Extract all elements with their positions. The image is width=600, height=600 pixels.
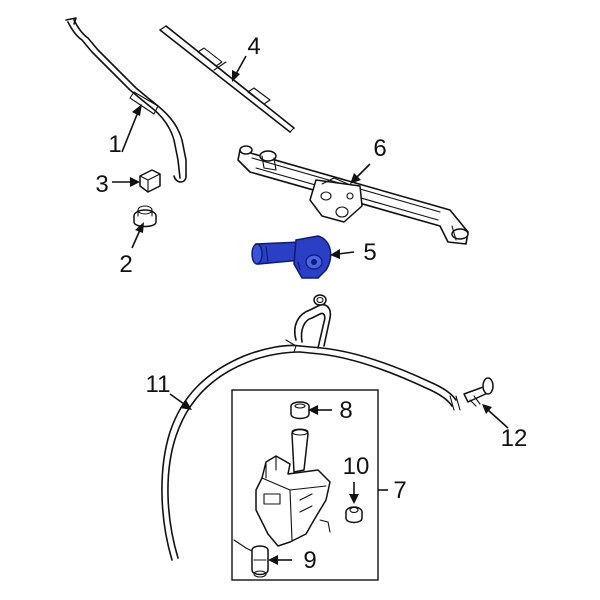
callout-12: 12: [501, 425, 528, 452]
callout-9: 9: [303, 547, 316, 574]
callout-8: 8: [339, 397, 352, 424]
callout-5: 5: [363, 239, 376, 266]
callout-1: 1: [108, 131, 121, 158]
callout-7: 7: [393, 477, 406, 504]
wiper-blade-part[interactable]: [159, 25, 295, 133]
callout-10: 10: [343, 453, 370, 480]
washer-pump-part[interactable]: [251, 545, 269, 578]
callout-4: 4: [247, 33, 260, 60]
arm-cap-part[interactable]: [139, 169, 161, 193]
wiper-arm-part[interactable]: [65, 17, 187, 183]
wiper-linkage-part[interactable]: [237, 145, 469, 245]
wiper-motor-part[interactable]: [251, 235, 332, 279]
nut-part[interactable]: [133, 205, 157, 228]
washer-reservoir-part[interactable]: [233, 428, 331, 553]
reservoir-nut-part[interactable]: [345, 506, 363, 524]
callout-6: 6: [373, 135, 386, 162]
filler-cap-part[interactable]: [290, 401, 310, 420]
callout-11: 11: [146, 371, 171, 398]
reservoir-assembly-box: [231, 389, 379, 581]
washer-nozzle-part[interactable]: [463, 377, 494, 407]
washer-hose-part[interactable]: [161, 294, 461, 561]
callout-labels: 1 2 3 4 5 6 7 8 9 10 11 12: [95, 33, 527, 574]
leader-lines: [112, 55, 509, 565]
callout-2: 2: [119, 251, 132, 278]
callout-3: 3: [95, 171, 108, 198]
